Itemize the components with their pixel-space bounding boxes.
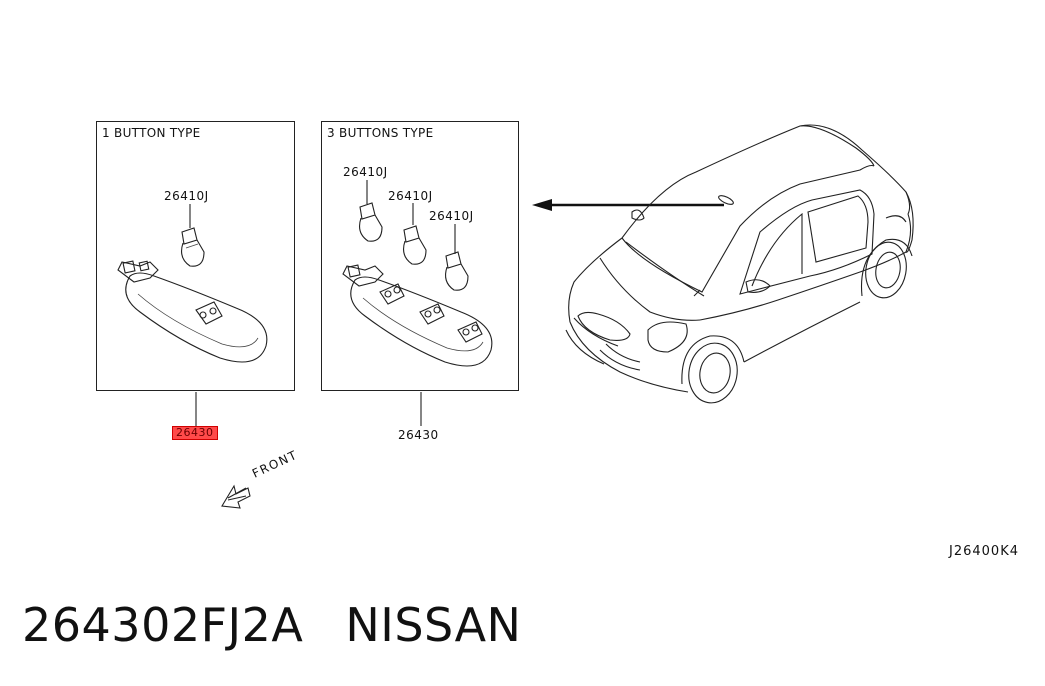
panel-title-one-button: 1 BUTTON TYPE: [102, 126, 201, 140]
front-arrow-icon: [221, 484, 251, 509]
leader-lines-three-buttons: [366, 180, 456, 426]
footer-title: 264302FJ2A NISSAN: [22, 598, 521, 652]
bulb-label-one-button: 26410J: [164, 189, 209, 203]
panel-one-button-type: 1 BUTTON TYPE: [96, 121, 295, 391]
leader-lines-one-button: [189, 204, 197, 426]
part-label-one-button-highlighted[interactable]: 26430: [172, 426, 218, 440]
bulb-label-three-buttons-1: 26410J: [343, 165, 388, 179]
footer-brand: NISSAN: [345, 598, 522, 652]
lamp-housing-one-button: [117, 260, 268, 363]
bulb-label-three-buttons-2: 26410J: [388, 189, 433, 203]
bulb-label-three-buttons-3: 26410J: [429, 209, 474, 223]
bulb-icon-three-buttons-2: [403, 225, 427, 265]
bulb-icon-one-button: [181, 227, 205, 267]
car-illustration: [565, 124, 914, 404]
lamp-housing-three-buttons: [342, 264, 493, 367]
panel-title-three-buttons: 3 BUTTONS TYPE: [327, 126, 434, 140]
part-label-three-buttons: 26430: [398, 428, 439, 442]
panel-three-buttons-type: 3 BUTTONS TYPE: [321, 121, 519, 391]
location-arrow-icon: [532, 195, 734, 211]
footer-part-number: 264302FJ2A: [22, 598, 304, 652]
bulb-icon-three-buttons-3: [445, 251, 469, 291]
diagram-code: J26400K4: [949, 544, 1019, 559]
bulb-icon-three-buttons-1: [359, 202, 383, 242]
